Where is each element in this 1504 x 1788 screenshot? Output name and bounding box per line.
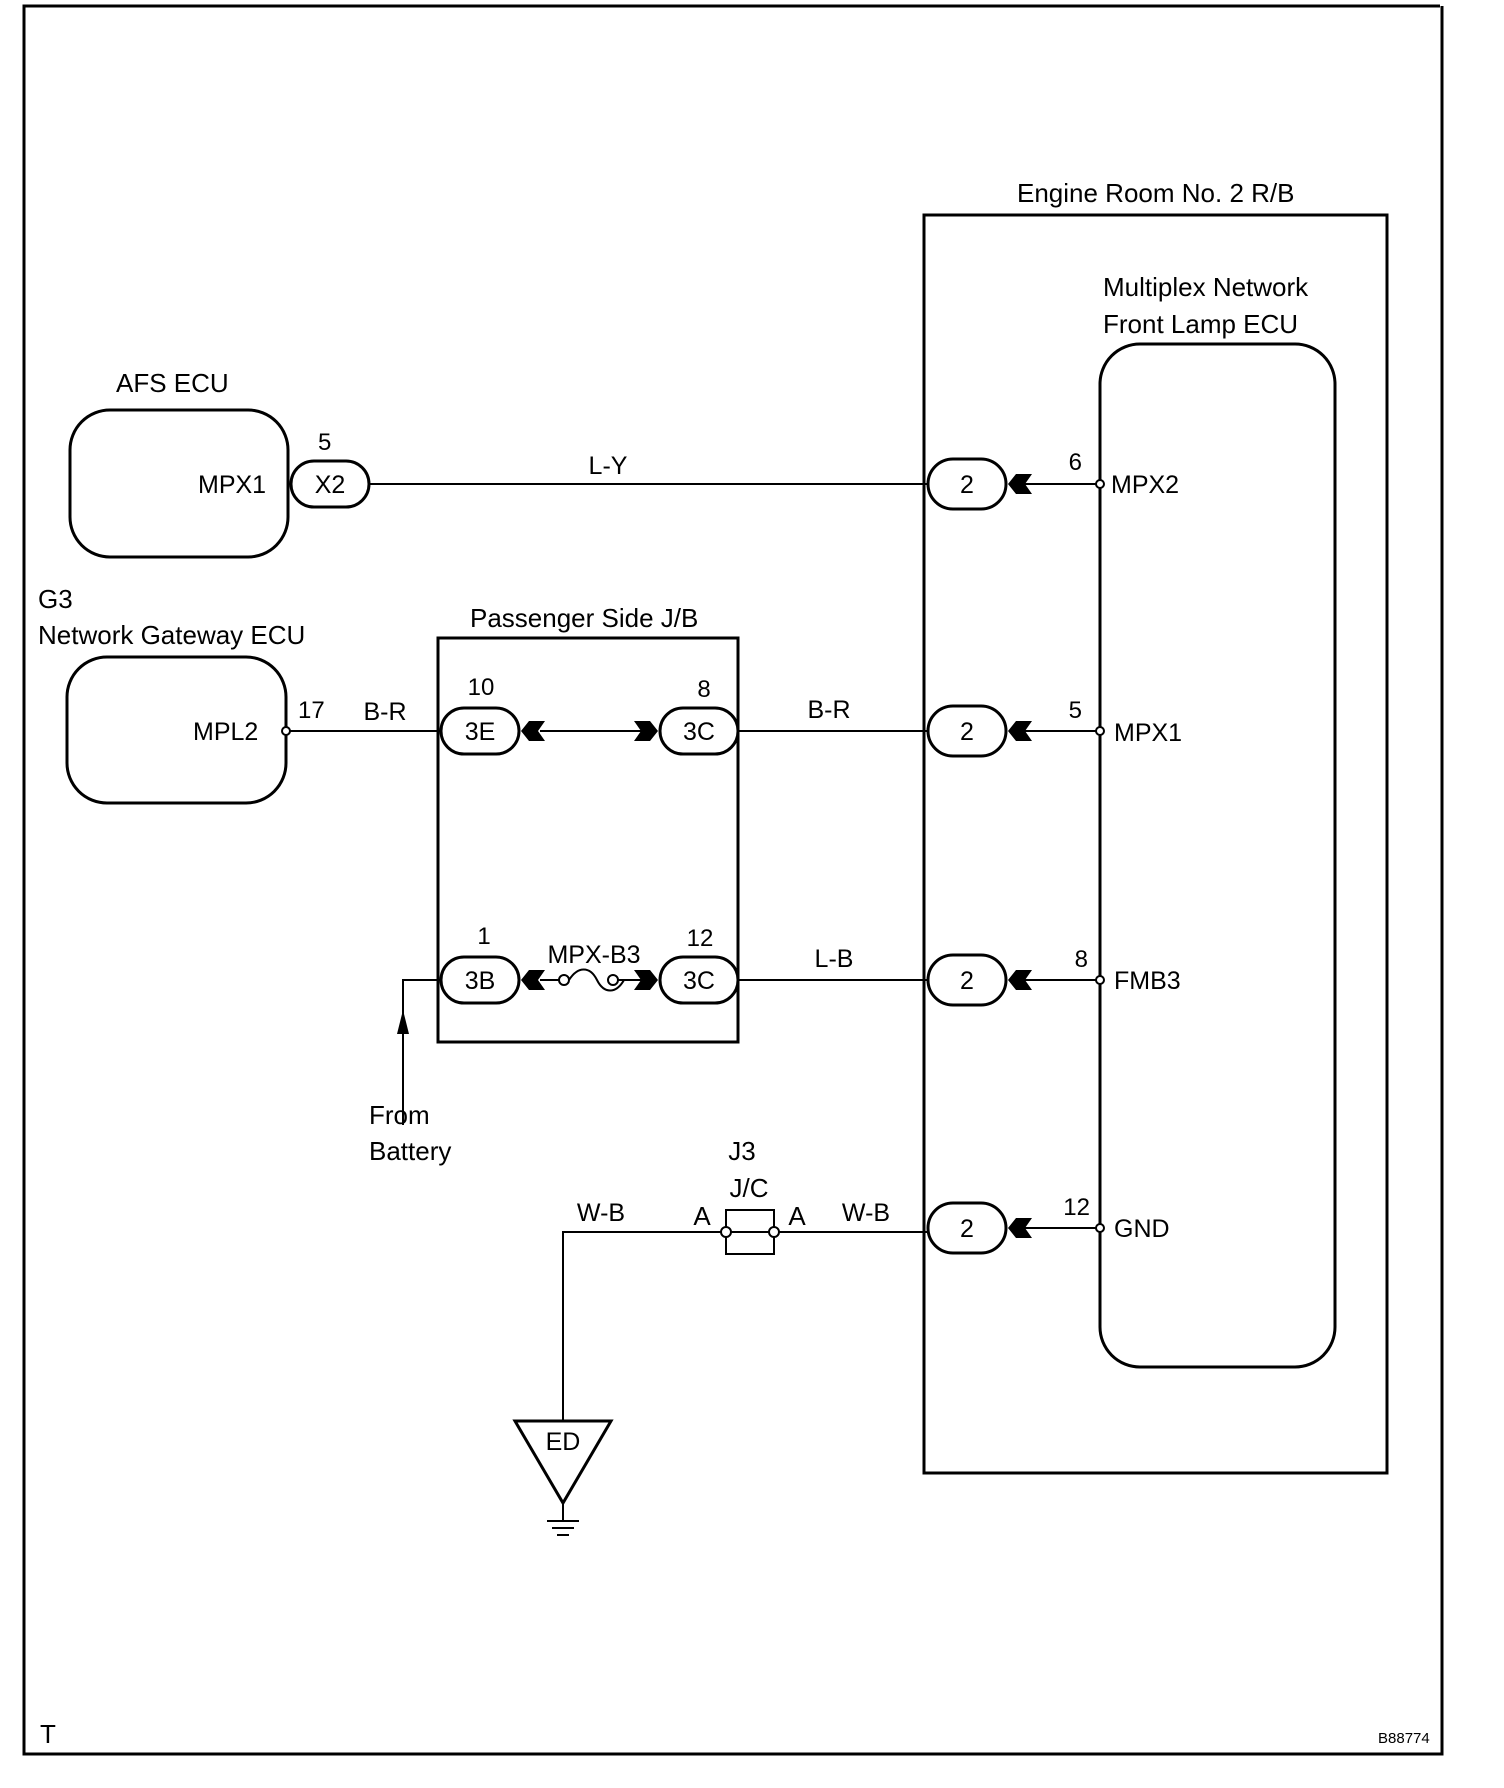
wire-color-ground-right: W-B — [842, 1199, 890, 1227]
battery-wire — [402, 979, 441, 1125]
passenger-jb-box — [436, 636, 740, 1044]
junction-pin-left: A — [693, 1201, 711, 1231]
ecu-terminal-name: MPX1 — [1114, 719, 1182, 747]
rb-connector-label: 2 — [960, 1215, 974, 1243]
connector-arrow — [521, 970, 545, 990]
rb-row-gnd: 2 12 GND — [926, 1194, 1170, 1255]
jb-pin: 12 — [687, 925, 714, 952]
ecu-terminal — [1095, 726, 1105, 736]
rb-connector-label: 2 — [960, 718, 974, 746]
wire-color-afs-to-rb: L-Y — [589, 452, 628, 480]
afs-connector-label: X2 — [315, 471, 346, 499]
jb-connector — [439, 706, 521, 756]
junction-terminal — [768, 1226, 780, 1238]
fuse-terminal — [607, 974, 619, 986]
junction-name: J/C — [730, 1173, 769, 1203]
fuse-icon — [568, 968, 625, 992]
jb-connector-label: 3C — [683, 718, 715, 746]
ecu-pin-number: 5 — [1069, 697, 1082, 724]
diagram-frame — [22, 4, 1444, 1756]
junction-terminal — [720, 1226, 732, 1238]
connector-arrow — [1008, 474, 1032, 494]
ground-ed: ED — [512, 1419, 614, 1536]
connector-arrow — [1008, 970, 1032, 990]
fuse-label: MPX-B3 — [547, 941, 640, 969]
corner-mark: T — [40, 1719, 56, 1749]
connector-arrow — [1008, 721, 1032, 741]
rb-connector-label: 2 — [960, 967, 974, 995]
connector-arrow — [1008, 1218, 1032, 1238]
ground-point-triangle — [512, 1419, 614, 1506]
wire-color-fuse-to-rb: L-B — [815, 945, 854, 973]
jb-connector-label: 3E — [465, 718, 496, 746]
connector-arrow — [634, 721, 658, 741]
connector-arrow — [521, 721, 545, 741]
ecu-terminal-name: MPX2 — [1111, 471, 1179, 499]
ecu-pin-number: 12 — [1063, 1194, 1090, 1221]
afs-ecu-pin: 5 — [318, 429, 331, 456]
front-lamp-ecu-name-1: Multiplex Network — [1103, 272, 1309, 302]
gateway-ecu: G3 Network Gateway ECU MPL2 17 — [38, 584, 325, 805]
jb-pin: 10 — [468, 674, 495, 701]
ecu-terminal — [1095, 1223, 1105, 1233]
jb-connector-label: 3B — [465, 967, 496, 995]
battery-label-1: From — [369, 1100, 430, 1130]
wire-color-jb-to-rb: B-R — [807, 696, 850, 724]
junction-pin-right: A — [788, 1201, 806, 1231]
afs-ecu-box — [68, 408, 290, 559]
jb-pin: 8 — [697, 676, 710, 703]
battery-feed: From Battery — [369, 979, 451, 1166]
battery-label-2: Battery — [369, 1136, 451, 1166]
ecu-pin-number: 6 — [1069, 449, 1082, 476]
ecu-terminal — [1095, 975, 1105, 985]
wire-color-ground-left: W-B — [577, 1199, 625, 1227]
ecu-pin-number: 8 — [1075, 946, 1088, 973]
rb-row-fmb3: 2 8 FMB3 — [926, 946, 1181, 1007]
afs-ecu: AFS ECU MPX1 5 X2 — [68, 368, 371, 559]
afs-ecu-name: AFS ECU — [116, 368, 229, 398]
connector-arrow — [634, 970, 658, 990]
engine-room-rb-title: Engine Room No. 2 R/B — [1017, 178, 1294, 208]
gateway-ecu-code: G3 — [38, 584, 73, 614]
ground-label: ED — [546, 1428, 581, 1456]
front-lamp-ecu-name-2: Front Lamp ECU — [1103, 309, 1298, 339]
wire-ground-left — [562, 1231, 721, 1420]
passenger-jb-title: Passenger Side J/B — [470, 603, 698, 633]
gateway-terminal — [281, 726, 291, 736]
ecu-terminal-name: GND — [1114, 1215, 1170, 1243]
gateway-ecu-terminal: MPL2 — [193, 718, 258, 746]
figure-id: B88774 — [1378, 1730, 1430, 1747]
wire-color-gw-to-jb: B-R — [363, 698, 406, 726]
rb-row-mpx2: 2 6 MPX2 — [926, 449, 1179, 511]
fuse-terminal — [558, 974, 570, 986]
battery-arrow — [397, 1010, 409, 1034]
passenger-jb: Passenger Side J/B 10 3E 8 3C 1 3B MPX-B… — [436, 603, 740, 1044]
rb-connector-label: 2 — [960, 471, 974, 499]
afs-ecu-terminal: MPX1 — [198, 471, 266, 499]
rb-row-mpx1: 2 5 MPX1 — [926, 697, 1182, 758]
rb-connector — [926, 1201, 1008, 1255]
junction-j3: J3 J/C A A — [693, 1136, 806, 1255]
ecu-terminal — [1095, 479, 1105, 489]
gateway-pin: 17 — [298, 697, 325, 724]
junction-code: J3 — [728, 1136, 755, 1166]
engine-room-rb-box — [922, 213, 1389, 1475]
ecu-terminal-name: FMB3 — [1114, 967, 1181, 995]
jb-pin: 1 — [477, 923, 490, 950]
gateway-ecu-name: Network Gateway ECU — [38, 620, 305, 650]
jb-connector-label: 3C — [683, 967, 715, 995]
